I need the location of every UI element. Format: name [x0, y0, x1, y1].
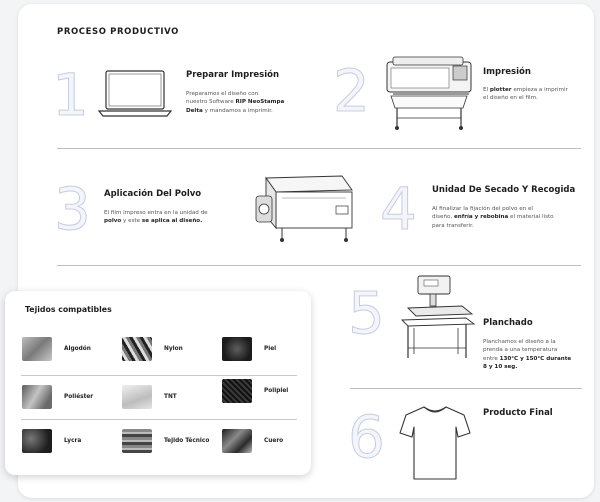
- plotter-printer-icon: [386, 56, 472, 130]
- fabric-swatch: [22, 429, 52, 453]
- fabric-item-tnt: TNT: [122, 385, 177, 409]
- fabric-swatch: [122, 337, 152, 361]
- fabric-swatch: [122, 385, 152, 409]
- step-number-1: 1: [52, 61, 90, 129]
- divider: [21, 375, 297, 376]
- step-title-5: Planchado: [483, 318, 533, 328]
- fabric-item-poliester: Poliéster: [22, 385, 93, 409]
- fabric-item-cuero: Cuero: [222, 429, 283, 453]
- fabric-item-algodon: Algodón: [22, 337, 91, 361]
- fabric-swatch: [22, 337, 52, 361]
- divider: [21, 419, 297, 420]
- step-desc-2: El plotter empieza a imprimir el diseño …: [483, 87, 568, 102]
- fabric-swatch: [22, 385, 52, 409]
- divider: [57, 265, 581, 266]
- fabric-label: Piel: [264, 346, 277, 352]
- fabric-swatch: [222, 337, 252, 361]
- fabric-swatch: [222, 379, 252, 403]
- fabric-item-piel: Piel: [222, 337, 276, 361]
- fabric-item-lycra: Lycra: [22, 429, 81, 453]
- step-number-4: 4: [380, 175, 418, 243]
- step-desc-4: Al finalizar la fijación del polvo en el…: [432, 206, 554, 229]
- fabric-label: Nylon: [164, 346, 183, 352]
- powder-unit-icon: [255, 175, 353, 242]
- laptop-icon: [97, 70, 173, 117]
- step-desc-5: Planchamos el diseño a la prenda a una t…: [483, 339, 572, 370]
- step-title-2: Impresión: [483, 67, 531, 77]
- step-number-5: 5: [348, 279, 386, 347]
- step-desc-1: Preparamos el diseño con nuestro Softwar…: [186, 91, 285, 114]
- divider: [57, 148, 581, 149]
- fabric-label: Lycra: [64, 438, 82, 444]
- fabrics-title: Tejidos compatibles: [25, 305, 112, 314]
- fabric-label: Algodón: [64, 346, 91, 352]
- step-title-4: Unidad De Secado Y Recogida: [432, 185, 576, 195]
- heat-press-icon: [400, 275, 476, 358]
- fabric-item-tejido-tecnico: Tejido Técnico: [122, 429, 209, 453]
- fabric-item-nylon: Nylon: [122, 337, 183, 361]
- fabric-swatch: [122, 429, 152, 453]
- fabric-label: Cuero: [264, 438, 284, 444]
- step-number-6: 6: [348, 403, 386, 471]
- compatible-fabrics-panel: Tejidos compatibles Algodón Nylon Piel P…: [5, 291, 311, 475]
- step-number-2: 2: [333, 57, 371, 125]
- fabric-label: TNT: [164, 394, 177, 400]
- fabric-label: Tejido Técnico: [164, 438, 210, 444]
- step-title-6: Producto Final: [483, 408, 553, 418]
- page-title: PROCESO PRODUCTIVO: [57, 27, 179, 37]
- fabric-item-polipiel: Polipiel: [222, 379, 288, 403]
- fabric-label: Poliéster: [64, 394, 94, 400]
- divider: [350, 388, 582, 389]
- step-title-1: Preparar Impresión: [186, 70, 280, 80]
- fabric-label: Polipiel: [264, 388, 289, 394]
- tshirt-icon: [399, 406, 471, 480]
- fabric-swatch: [222, 429, 252, 453]
- step-title-3: Aplicación Del Polvo: [104, 189, 202, 199]
- step-desc-3: El film impreso entra en la unidad de po…: [104, 210, 208, 225]
- step-number-3: 3: [54, 175, 92, 243]
